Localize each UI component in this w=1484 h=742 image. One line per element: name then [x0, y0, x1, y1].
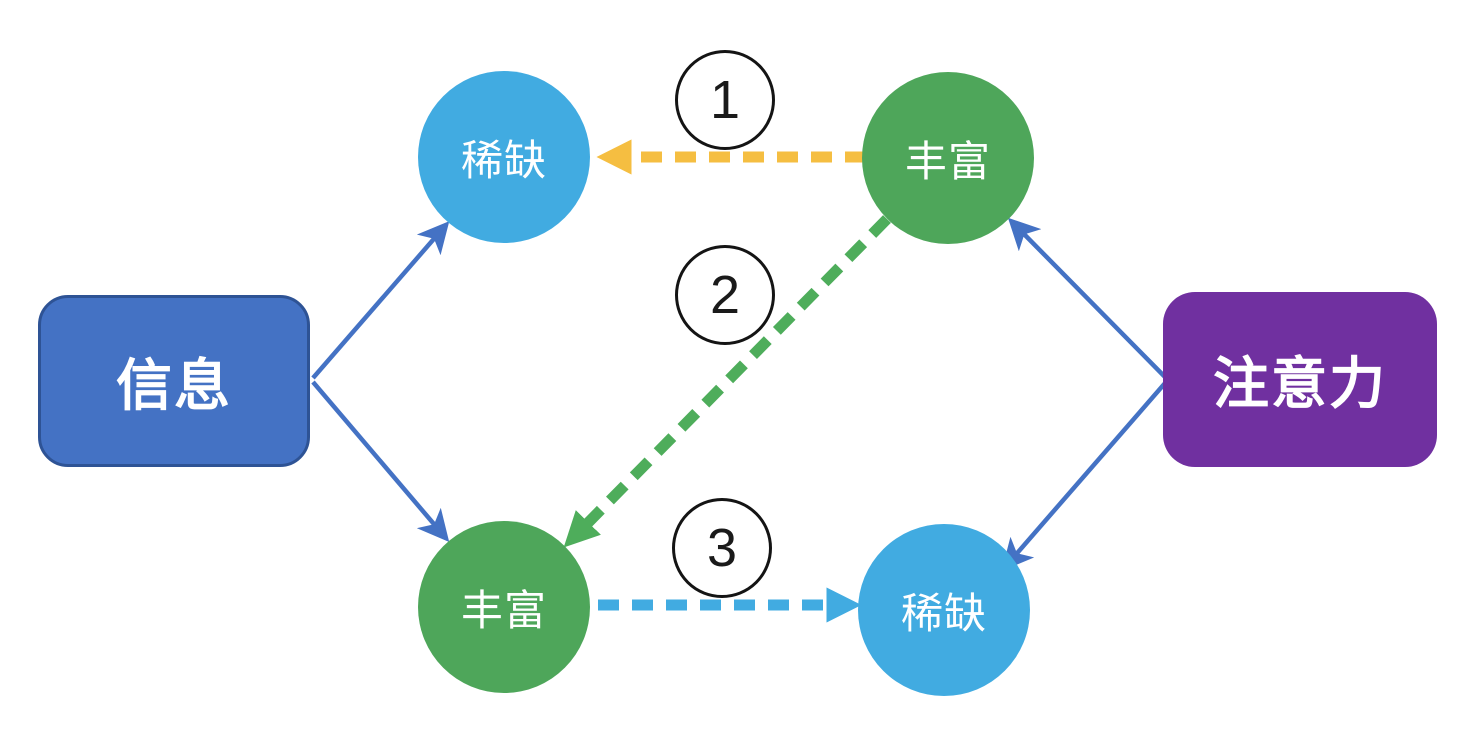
arrow-info-to-bottom-left — [311, 380, 450, 542]
arrow-attention-to-bottom-right — [1001, 380, 1168, 571]
node-scarce-bottom-right: 稀缺 — [858, 524, 1030, 696]
node-scarce-top-left: 稀缺 — [418, 71, 590, 243]
step-badge-3: 3 — [672, 498, 772, 598]
step-badge-label: 2 — [709, 265, 741, 325]
node-label: 稀缺 — [900, 589, 987, 637]
info-box-label: 信息 — [116, 353, 232, 417]
node-label: 稀缺 — [460, 136, 547, 184]
arrow-info-to-top-left — [311, 221, 450, 380]
node-rich-bottom-left: 丰富 — [418, 521, 590, 693]
info-box: 信息 — [38, 295, 310, 467]
step-badge-label: 3 — [706, 518, 738, 578]
attention-box-label: 注意力 — [1213, 352, 1387, 415]
arrow-attention-to-top-right — [1007, 217, 1168, 380]
step-badge-1: 1 — [675, 50, 775, 150]
step-badge-label: 1 — [709, 70, 741, 130]
attention-box: 注意力 — [1163, 292, 1437, 467]
node-label: 丰富 — [460, 586, 547, 634]
node-rich-top-right: 丰富 — [862, 72, 1034, 244]
step-badge-2: 2 — [675, 245, 775, 345]
node-label: 丰富 — [904, 137, 991, 185]
arrow-step2-rich-to-rich — [563, 215, 891, 548]
